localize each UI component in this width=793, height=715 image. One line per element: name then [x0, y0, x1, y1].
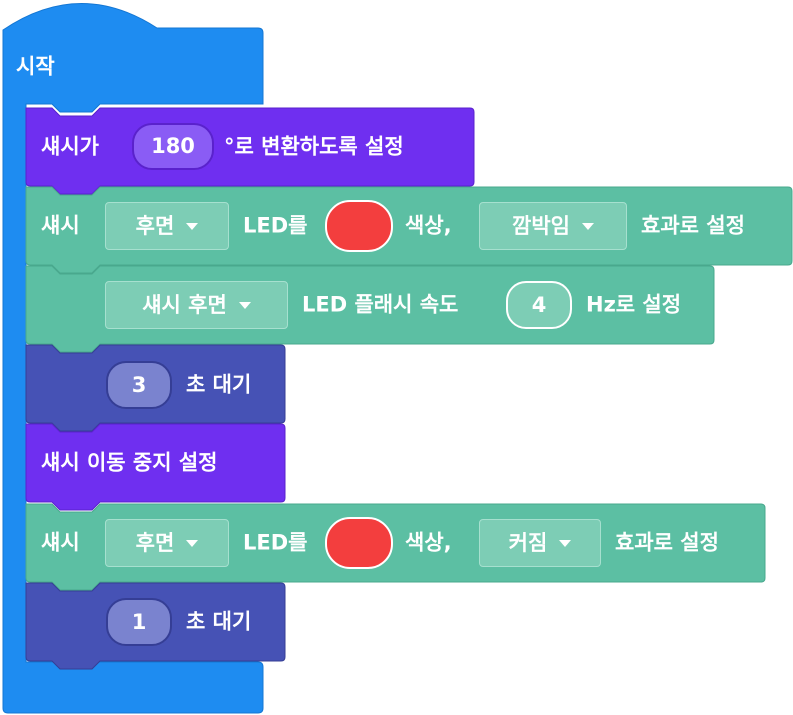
flash-suffix: Hz로 설정	[586, 292, 682, 317]
wait2-seconds-input[interactable]: 1	[106, 598, 172, 646]
led1-effect-value: 깜박임	[512, 213, 570, 238]
led2-color-label: 색상,	[405, 530, 452, 555]
chevron-down-icon	[559, 539, 572, 547]
led2-color-swatch[interactable]	[325, 517, 393, 569]
led2-effect-value: 커짐	[508, 530, 548, 555]
led1-prefix: 섀시	[41, 213, 80, 238]
led2-position-value: 후면	[135, 530, 175, 555]
led2-suffix: 효과로 설정	[615, 530, 719, 555]
chevron-down-icon	[581, 222, 594, 230]
led1-color-swatch[interactable]	[325, 200, 393, 252]
flash-rate-input[interactable]: 4	[506, 281, 572, 329]
heading-suffix: °로 변환하도록 설정	[224, 134, 404, 159]
chevron-down-icon	[186, 222, 199, 230]
chevron-down-icon	[238, 301, 251, 309]
stop-block[interactable]	[25, 423, 286, 511]
led2-effect-dropdown[interactable]: 커짐	[479, 519, 601, 567]
start-label: 시작	[16, 54, 55, 79]
led2-prefix: 섀시	[41, 530, 80, 555]
led1-position-dropdown[interactable]: 후면	[105, 202, 229, 250]
led1-effect-dropdown[interactable]: 깜박임	[479, 202, 627, 250]
flash-prefix: LED 플래시 속도	[302, 292, 459, 317]
wait2-suffix: 초 대기	[186, 609, 252, 634]
chevron-down-icon	[186, 539, 199, 547]
led1-color-label: 색상,	[405, 213, 452, 238]
flash-target-value: 섀시 후면	[142, 292, 227, 317]
wait1-suffix: 초 대기	[186, 372, 252, 397]
flash-target-dropdown[interactable]: 섀시 후면	[105, 281, 288, 329]
wait1-seconds-input[interactable]: 3	[106, 361, 172, 409]
led2-led-label: LED를	[243, 530, 308, 555]
led2-position-dropdown[interactable]: 후면	[105, 519, 229, 567]
start-hat-block[interactable]	[2, 3, 264, 714]
heading-angle-input[interactable]: 180	[132, 123, 214, 170]
stop-label: 섀시 이동 중지 설정	[41, 450, 218, 475]
led1-suffix: 효과로 설정	[641, 213, 745, 238]
led1-led-label: LED를	[243, 213, 308, 238]
heading-prefix: 섀시가	[41, 134, 99, 159]
led1-position-value: 후면	[135, 213, 175, 238]
